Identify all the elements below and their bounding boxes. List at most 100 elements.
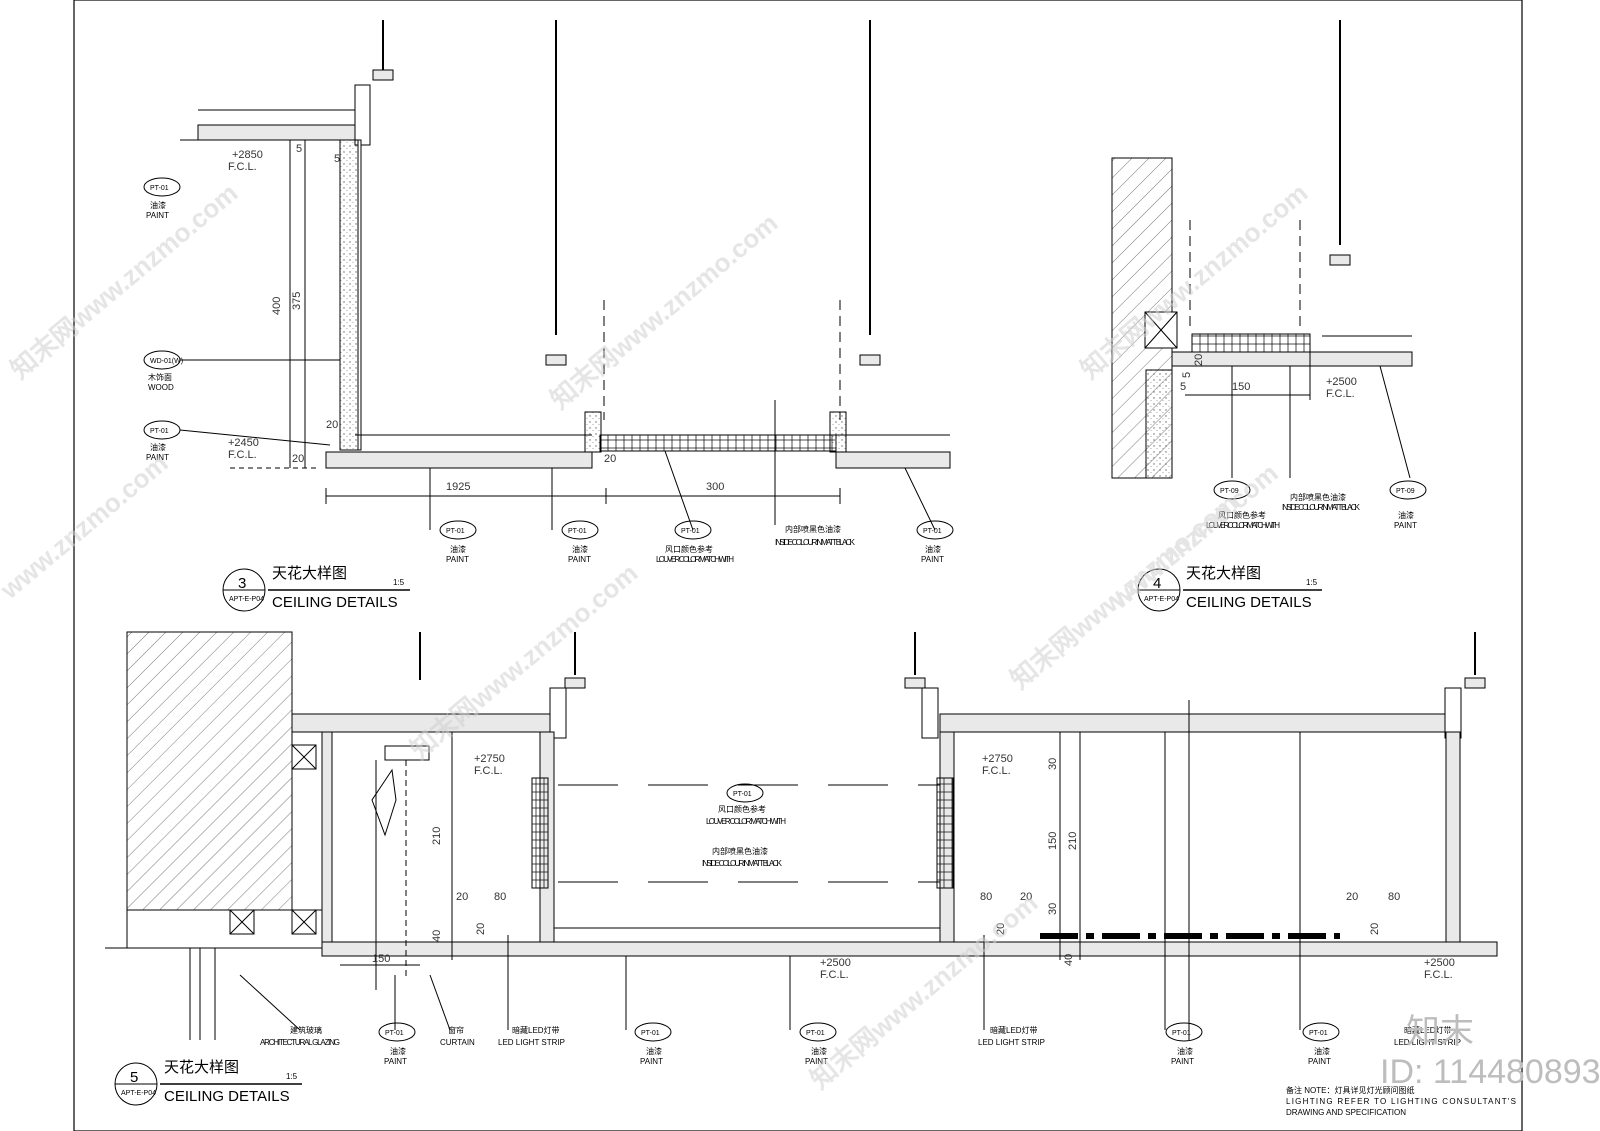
svg-text:PT-01: PT-01	[733, 791, 752, 798]
dim: 5	[334, 153, 340, 165]
svg-text:暗藏LED灯带: 暗藏LED灯带	[990, 1025, 1038, 1035]
tag-curtain: 窗帘 CURTAIN	[440, 1025, 475, 1047]
dim: 20	[456, 891, 468, 903]
dim: 300	[706, 481, 724, 493]
dim: 210	[1067, 832, 1079, 850]
detail-number: 3	[238, 575, 246, 592]
dim: 20	[1193, 354, 1205, 366]
level-2500: +2500	[820, 957, 851, 969]
level-2500-label: F.C.L.	[1326, 388, 1355, 400]
svg-text:CURTAIN: CURTAIN	[440, 1038, 475, 1047]
svg-text:油漆: 油漆	[646, 1046, 662, 1056]
tag-pt01: PT-01 油漆 PAINT	[439, 520, 477, 564]
detail-ref: APT-E-P04	[1144, 596, 1179, 603]
svg-text:油漆: 油漆	[450, 544, 466, 554]
dim: 80	[494, 891, 506, 903]
detail-4-drawing	[1111, 20, 1413, 479]
dim: 80	[980, 891, 992, 903]
detail-4-annotations: +2500 F.C.L. 20 5 5 150 PT-09 风口颜色参考 LOU…	[1137, 354, 1427, 612]
tag-pt01: PT-01 油漆 PAINT	[799, 1022, 837, 1066]
detail-4-title: 4 APT-E-P04 天花大样图 1:5 CEILING DETAILS	[1137, 565, 1322, 612]
svg-text:内部喷黑色油漆: 内部喷黑色油漆	[712, 846, 768, 856]
dim: 5	[1181, 372, 1193, 378]
svg-text:INSIDE COLOUR IN MATT BLACK: INSIDE COLOUR IN MATT BLACK	[702, 859, 783, 868]
svg-text:LED LIGHT STRIP: LED LIGHT STRIP	[498, 1038, 565, 1047]
tag-led-strip: 暗藏LED灯带 LED LIGHT STRIP	[1394, 1025, 1461, 1047]
svg-text:暗藏LED灯带: 暗藏LED灯带	[1404, 1025, 1452, 1035]
svg-text:PAINT: PAINT	[446, 555, 469, 564]
detail-3-title: 3 APT-E-P04 天花大样图 1:5 CEILING DETAILS	[222, 565, 410, 612]
level-2750-label: F.C.L.	[982, 765, 1011, 777]
svg-text:油漆: 油漆	[925, 544, 941, 554]
dim: 150	[372, 953, 390, 965]
dim: 40	[1063, 954, 1075, 966]
level-2500-label: F.C.L.	[820, 969, 849, 981]
dim: 5	[296, 143, 302, 155]
svg-text:PAINT: PAINT	[1308, 1057, 1331, 1066]
svg-text:PT-09: PT-09	[1396, 488, 1415, 495]
detail-5-drawing	[105, 631, 1498, 1040]
level-2450-label: F.C.L.	[228, 449, 257, 461]
level-2500: +2500	[1326, 376, 1357, 388]
tag-pt01: PT-01 油漆 PAINT	[1165, 1022, 1203, 1066]
detail-5-annotations: +2750 F.C.L. +2750 F.C.L. +2500 F.C.L. +…	[114, 753, 1461, 1106]
svg-text:LOUVER COLOR MATCH WITH: LOUVER COLOR MATCH WITH	[656, 555, 734, 564]
svg-text:暗藏LED灯带: 暗藏LED灯带	[512, 1025, 560, 1035]
dim: 150	[1232, 381, 1250, 393]
svg-text:LOUVER COLOR MATCH WITH: LOUVER COLOR MATCH WITH	[1206, 521, 1280, 530]
dim: 150	[1047, 832, 1059, 850]
dim: 20	[1346, 891, 1358, 903]
tag-inside-colour: 内部喷黑色油漆 INSIDE COLOUR IN MATT BLACK	[1282, 492, 1361, 512]
svg-text:风口颜色参考: 风口颜色参考	[718, 804, 766, 814]
svg-text:油漆: 油漆	[1398, 510, 1414, 520]
svg-text:内部喷黑色油漆: 内部喷黑色油漆	[785, 524, 841, 534]
svg-text:PT-01: PT-01	[385, 1030, 404, 1037]
dim: 210	[431, 827, 443, 845]
dim: 375	[291, 292, 303, 310]
detail-5-title: 5 APT-E-P04 天花大样图 1:5 CEILING DETAILS	[114, 1059, 302, 1106]
dim: 20	[326, 419, 338, 431]
tag-louver: PT-01 风口颜色参考 LOUVER COLOR MATCH WITH	[656, 520, 734, 564]
tag-pt01: PT-01 油漆 PAINT	[143, 177, 181, 220]
svg-text:油漆: 油漆	[150, 442, 166, 452]
level-2750-label: F.C.L.	[474, 765, 503, 777]
dim: 20	[995, 923, 1007, 935]
svg-text:PT-01: PT-01	[1309, 1030, 1328, 1037]
dim: 1925	[446, 481, 470, 493]
level-2500-label: F.C.L.	[1424, 969, 1453, 981]
dim: 20	[292, 453, 304, 465]
title-en: CEILING DETAILS	[164, 1088, 290, 1105]
tag-louver: PT-09 风口颜色参考 LOUVER COLOR MATCH WITH	[1206, 480, 1280, 530]
tag-pt01: PT-01 油漆 PAINT	[561, 520, 599, 564]
svg-text:PT-01: PT-01	[923, 528, 942, 535]
tag-inside-colour: 内部喷黑色油漆 INSIDE COLOUR IN MATT BLACK	[775, 524, 856, 547]
svg-text:PT-01: PT-01	[150, 185, 169, 192]
detail-ref: APT-E-P04	[121, 1090, 156, 1097]
svg-text:油漆: 油漆	[811, 1046, 827, 1056]
tag-led-strip: 暗藏LED灯带 LED LIGHT STRIP	[498, 1025, 565, 1047]
svg-text:油漆: 油漆	[1314, 1046, 1330, 1056]
tag-led-strip: 暗藏LED灯带 LED LIGHT STRIP	[978, 1025, 1045, 1047]
dim: 20	[604, 453, 616, 465]
svg-text:PAINT: PAINT	[146, 211, 169, 220]
svg-text:油漆: 油漆	[1177, 1046, 1193, 1056]
svg-text:PAINT: PAINT	[640, 1057, 663, 1066]
svg-text:ARCHITECTURAL GLAZING: ARCHITECTURAL GLAZING	[260, 1038, 340, 1047]
dim: 5	[1180, 381, 1186, 393]
svg-text:LED LIGHT STRIP: LED LIGHT STRIP	[978, 1038, 1045, 1047]
lighting-note: 备注 NOTE：灯具详见灯光顾问图纸 LIGHTING REFER TO LIG…	[1286, 1085, 1516, 1117]
svg-text:油漆: 油漆	[390, 1046, 406, 1056]
title-cn: 天花大样图	[1186, 565, 1261, 582]
svg-text:PT-09: PT-09	[1220, 488, 1239, 495]
dim: 400	[271, 297, 283, 315]
dim: 30	[1047, 903, 1059, 915]
sheet-border	[73, 0, 1523, 1131]
title-cn: 天花大样图	[164, 1059, 239, 1076]
watermark-text: www.znzmo.com	[1104, 458, 1284, 616]
dim: 20	[1369, 923, 1381, 935]
scale: 1:5	[1306, 578, 1318, 587]
dim: 40	[431, 930, 443, 942]
level-2750: +2750	[982, 753, 1013, 765]
svg-text:PT-01: PT-01	[681, 528, 700, 535]
tag-pt09: PT-09 油漆 PAINT	[1389, 480, 1427, 530]
